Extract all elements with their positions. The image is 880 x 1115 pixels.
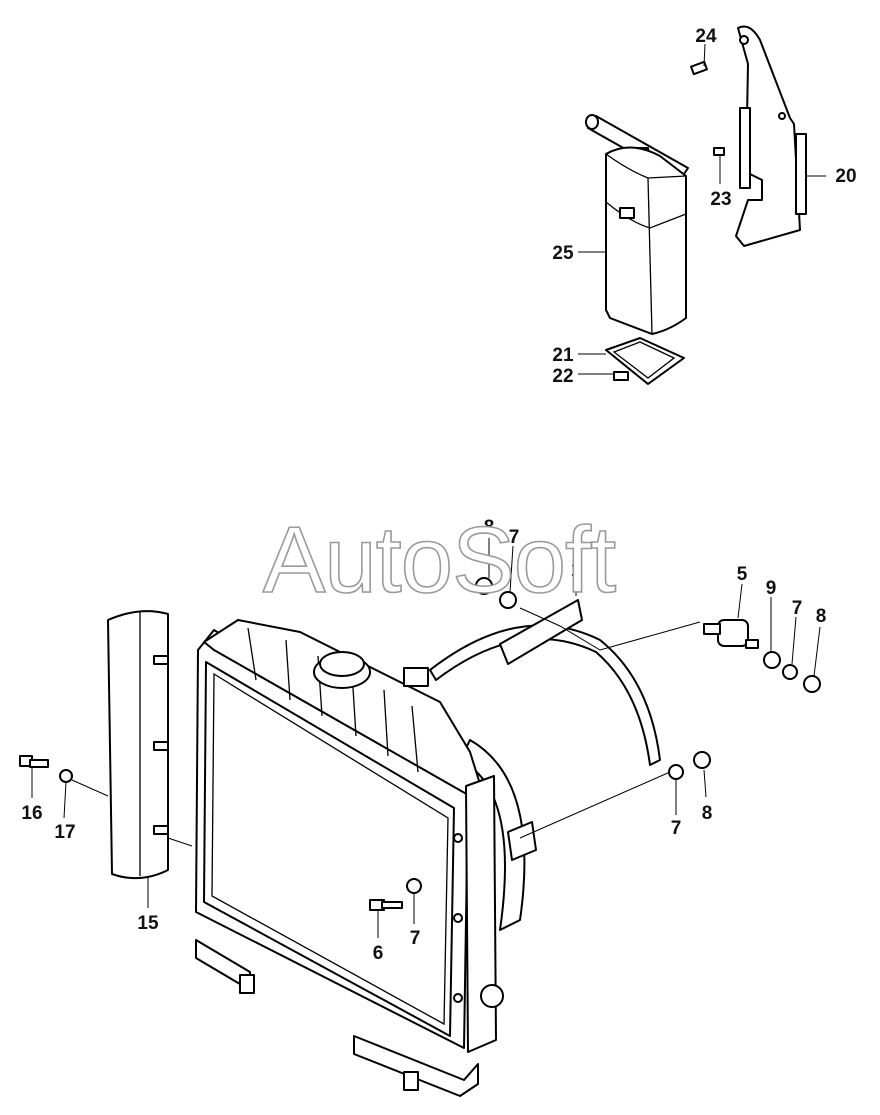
- callout-15: 15: [137, 913, 159, 934]
- callout-20: 20: [835, 166, 856, 187]
- callout-7: 7: [792, 598, 803, 619]
- callout-24: 24: [695, 26, 717, 47]
- callout-17: 17: [54, 822, 75, 843]
- callout-7: 7: [671, 818, 682, 839]
- callout-21: 21: [552, 345, 574, 366]
- radiator: [195, 599, 661, 1097]
- callout-6: 6: [373, 943, 384, 964]
- callout-labels: 24 23 20 25 21 22 8 7 1 5 9 7 8 16 17 15…: [21, 26, 856, 964]
- leader-lines: [31, 43, 826, 938]
- mount-5: [703, 619, 759, 649]
- callout-7: 7: [509, 527, 520, 548]
- bolt-24: [690, 60, 708, 76]
- tank-strap: [605, 337, 685, 385]
- callout-25: 25: [552, 243, 574, 264]
- callout-8: 8: [702, 803, 713, 824]
- screw-23: [713, 147, 725, 156]
- side-seal-15: [107, 610, 169, 880]
- callout-9: 9: [766, 578, 777, 599]
- callout-5: 5: [737, 564, 748, 585]
- fasteners: [19, 577, 821, 911]
- tank-bracket: [735, 25, 807, 247]
- callout-8: 8: [484, 517, 495, 538]
- expansion-tank: [585, 114, 689, 335]
- callout-16: 16: [21, 803, 42, 824]
- callout-23: 23: [710, 189, 731, 210]
- callout-1: 1: [571, 560, 582, 581]
- callout-8: 8: [816, 606, 827, 627]
- callout-22: 22: [552, 366, 573, 387]
- callout-7: 7: [410, 928, 421, 949]
- watermark: AutoSoft: [263, 507, 616, 612]
